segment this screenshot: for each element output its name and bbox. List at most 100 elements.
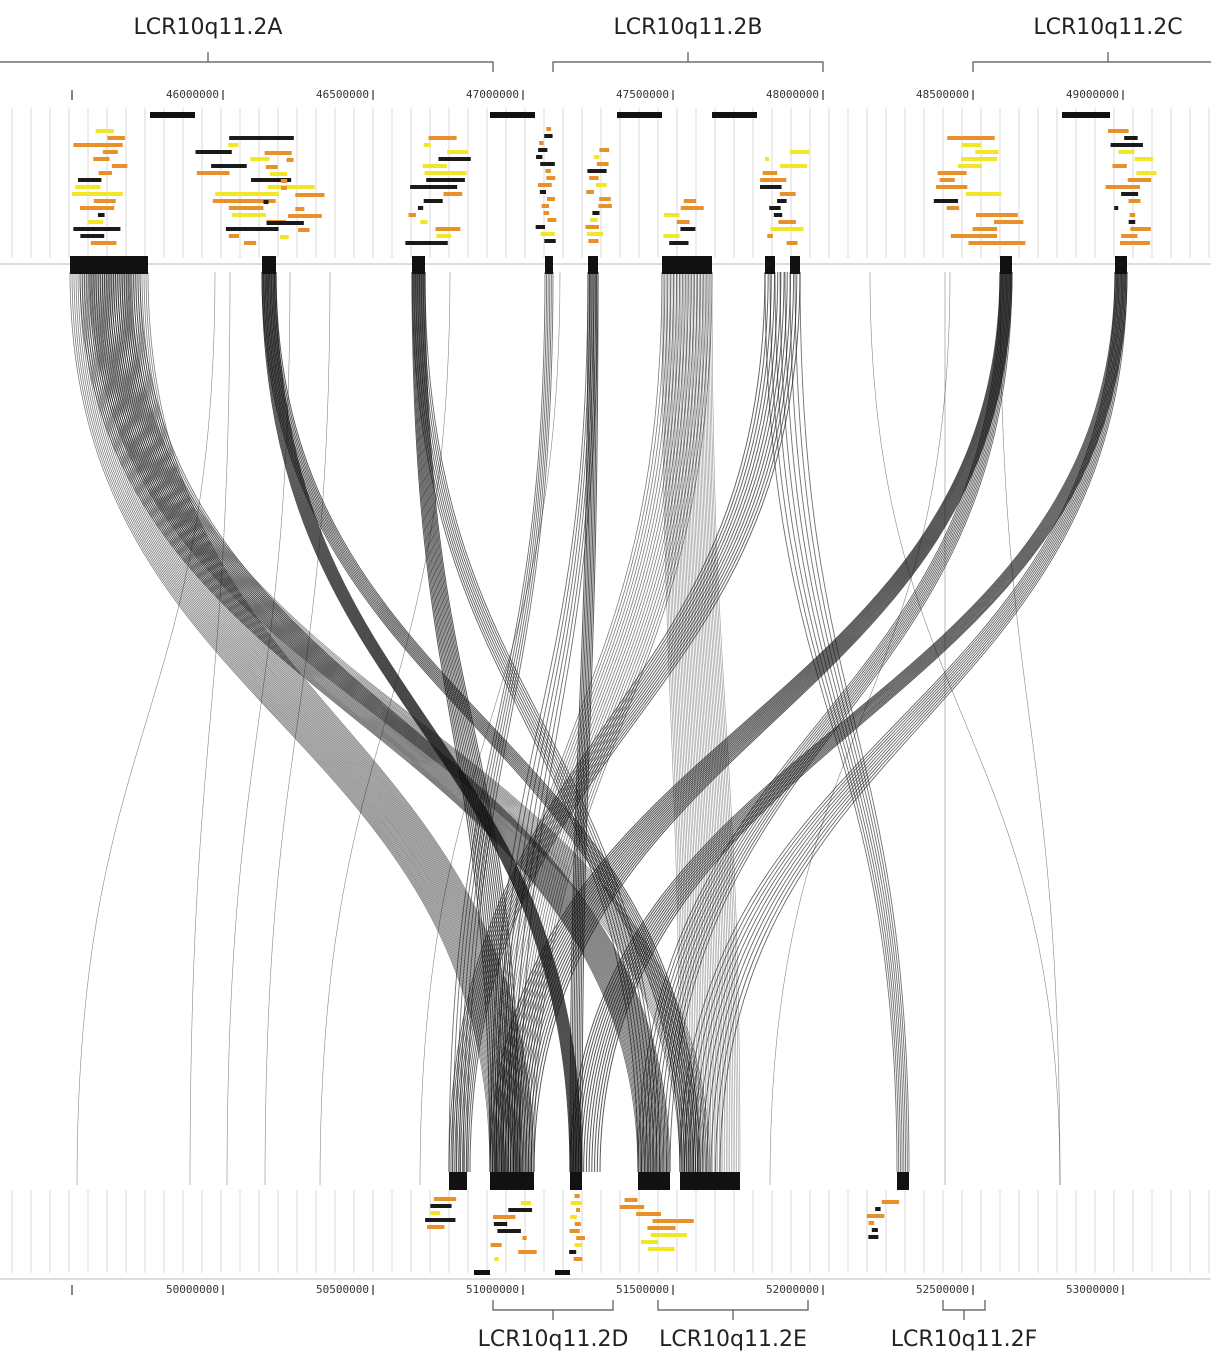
top-region-1-bracket xyxy=(552,52,824,72)
duplication-link xyxy=(494,271,669,1173)
duplication-link xyxy=(510,271,686,1173)
bottom-track-feature xyxy=(427,1225,445,1229)
top-track-feature xyxy=(422,164,447,168)
duplication-link xyxy=(683,271,1117,1173)
duplication-link xyxy=(577,271,1119,1173)
top-anchor-block xyxy=(765,256,775,274)
top-region-bar xyxy=(490,112,535,118)
duplication-link xyxy=(71,271,492,1173)
top-track-feature xyxy=(269,172,288,176)
top-track-feature xyxy=(93,157,110,161)
top-track-feature xyxy=(947,136,995,140)
bottom-track-feature xyxy=(570,1215,577,1219)
top-axis-tick-label: 48000000 xyxy=(766,88,819,101)
top-region-bar xyxy=(617,112,662,118)
top-region-bar xyxy=(1062,112,1110,118)
bottom-region-0-bracket xyxy=(492,1300,614,1320)
top-feature-track xyxy=(0,108,1211,274)
duplication-link xyxy=(515,271,1008,1173)
duplication-link xyxy=(505,271,681,1173)
bottom-track-feature xyxy=(490,1243,502,1247)
top-track-feature xyxy=(786,241,798,245)
duplication-link xyxy=(266,271,688,1173)
duplication-link xyxy=(499,271,675,1173)
duplication-link xyxy=(261,271,571,1173)
duplication-link xyxy=(705,271,734,1173)
top-track-feature xyxy=(539,190,547,194)
bottom-track-feature xyxy=(573,1257,583,1261)
duplication-link xyxy=(458,271,782,1173)
top-track-feature xyxy=(295,207,305,211)
top-track-feature xyxy=(538,148,548,152)
top-track-feature xyxy=(447,150,468,154)
top-track-feature xyxy=(1130,227,1151,231)
duplication-link xyxy=(189,271,231,1186)
bottom-feature-track xyxy=(0,1172,1211,1280)
top-track-feature xyxy=(1119,241,1150,245)
top-track-feature xyxy=(537,183,552,187)
bottom-track-feature xyxy=(430,1204,452,1208)
duplication-link xyxy=(530,271,1012,1173)
top-track-feature xyxy=(72,192,123,196)
top-track-feature xyxy=(1128,220,1136,224)
bottom-region-2-bracket xyxy=(942,1300,986,1320)
bottom-region-bar xyxy=(555,1270,570,1275)
bottom-track-feature xyxy=(636,1212,662,1216)
top-track-feature xyxy=(544,239,556,243)
bottom-region-2-label: LCR10q11.2F xyxy=(891,1327,1038,1352)
duplication-link xyxy=(492,271,1002,1173)
top-track-feature xyxy=(420,220,428,224)
duplication-link xyxy=(594,271,1126,1173)
bottom-anchor-block xyxy=(449,1172,467,1190)
duplication-link xyxy=(102,271,690,1173)
duplication-link xyxy=(112,271,698,1173)
top-region-0-label: LCR10q11.2A xyxy=(134,15,283,40)
duplication-link xyxy=(504,271,1005,1173)
duplication-link xyxy=(269,271,692,1173)
duplication-link xyxy=(459,271,785,1173)
top-track-feature xyxy=(196,171,230,175)
bottom-anchor-block xyxy=(638,1172,670,1190)
duplication-link xyxy=(719,271,1128,1173)
duplication-link xyxy=(674,271,696,1173)
bottom-axis-tick-label: 50500000 xyxy=(316,1283,369,1296)
duplication-link xyxy=(681,271,705,1173)
top-axis-tick-label: 48500000 xyxy=(916,88,969,101)
top-track-feature xyxy=(438,157,471,161)
top-track-feature xyxy=(994,220,1024,224)
bottom-track-feature xyxy=(619,1205,645,1209)
top-track-feature xyxy=(1134,157,1154,161)
top-axis-tick-label: 49000000 xyxy=(1066,88,1119,101)
top-track-feature xyxy=(428,136,457,140)
duplication-link xyxy=(695,271,722,1173)
duplication-link xyxy=(448,271,766,1173)
top-track-feature xyxy=(251,178,292,182)
duplication-link xyxy=(135,271,528,1173)
top-track-feature xyxy=(75,185,101,189)
duplication-link xyxy=(569,271,1116,1173)
bottom-track-feature xyxy=(650,1233,687,1237)
duplication-link xyxy=(418,271,652,1173)
bottom-track-feature xyxy=(574,1222,581,1226)
duplication-link xyxy=(452,271,772,1173)
duplication-link xyxy=(416,271,503,1173)
duplication-link xyxy=(101,271,509,1173)
top-region-0-bracket xyxy=(0,52,494,72)
top-track-feature xyxy=(946,206,960,210)
top-track-feature xyxy=(599,197,611,201)
duplication-link xyxy=(415,271,500,1173)
duplication-link xyxy=(450,271,769,1173)
top-track-feature xyxy=(87,220,103,224)
duplication-link xyxy=(454,271,776,1173)
top-track-feature xyxy=(546,197,556,201)
duplication-link xyxy=(420,271,655,1173)
duplication-link xyxy=(710,271,739,1173)
top-track-feature xyxy=(593,155,600,159)
top-track-feature xyxy=(586,190,594,194)
top-track-feature xyxy=(780,164,808,168)
duplication-link xyxy=(264,271,331,1186)
top-track-feature xyxy=(265,165,278,169)
top-region-2-label: LCR10q11.2C xyxy=(1033,15,1182,40)
